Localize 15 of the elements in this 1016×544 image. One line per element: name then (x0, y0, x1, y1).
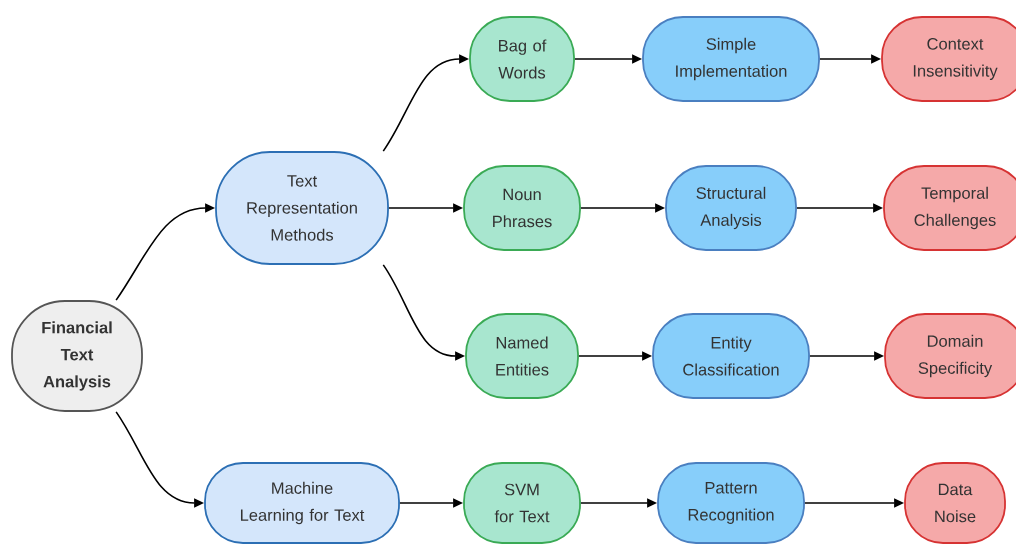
technique-box: Bag of Words (469, 16, 575, 102)
challenge-box: Data Noise (904, 462, 1006, 544)
process-box: Simple Implementation (642, 16, 820, 102)
process-box: Pattern Recognition (657, 462, 805, 544)
challenge-box: Domain Specificity (884, 313, 1016, 399)
technique-box: Named Entities (465, 313, 579, 399)
technique-box: SVM for Text (463, 462, 581, 544)
method-box: Text Representation Methods (215, 151, 389, 265)
technique-box: Noun Phrases (463, 165, 581, 251)
challenge-box: Context Insensitivity (881, 16, 1016, 102)
root-node: Financial Text Analysis (11, 300, 143, 412)
method-box: Machine Learning for Text (204, 462, 400, 544)
process-box: Entity Classification (652, 313, 810, 399)
challenge-box: Temporal Challenges (883, 165, 1016, 251)
process-box: Structural Analysis (665, 165, 797, 251)
